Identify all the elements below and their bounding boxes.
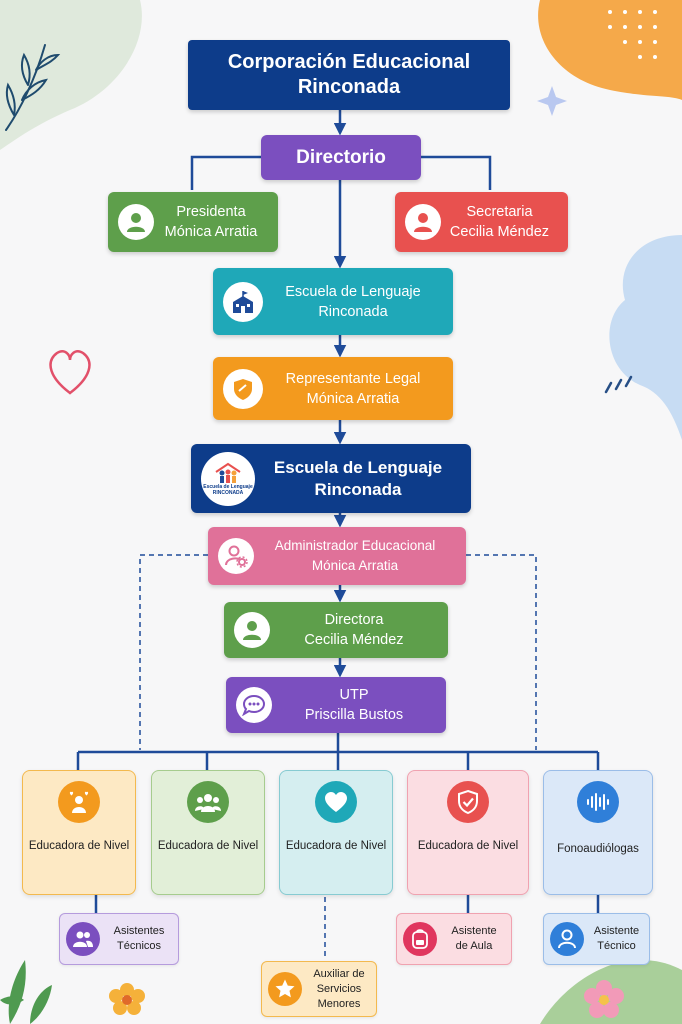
secretaria-box: Secretaria Cecilia Méndez bbox=[395, 192, 568, 252]
administrador-box: Administrador Educacional Mónica Arratia bbox=[208, 527, 466, 585]
group-icon bbox=[187, 781, 229, 823]
card-label: Educadora de Nivel bbox=[417, 840, 519, 852]
sub-line1: Asistentes bbox=[113, 925, 165, 937]
school-logo: Escuela de Lenguaje RINCONADA bbox=[201, 451, 255, 506]
sub-asistente-aula: Asistente de Aula bbox=[396, 913, 512, 965]
sub-line1: Asistente bbox=[593, 925, 640, 937]
shield-check-icon bbox=[447, 781, 489, 823]
chat-icon bbox=[236, 687, 272, 723]
presidenta-role: Presidenta bbox=[176, 204, 246, 220]
sub-line1: Asistente bbox=[451, 925, 497, 937]
escuela-logo-box: Escuela de Lenguaje RINCONADA Escuela de… bbox=[191, 444, 471, 513]
sub-asistente-tecnico: Asistente Técnico bbox=[543, 913, 650, 965]
card-educadora-4: Educadora de Nivel bbox=[407, 770, 529, 895]
card-fonoaudiologas: Fonoaudiólogas bbox=[543, 770, 653, 895]
sub-auxiliar-servicios: Auxiliar de Servicios Menores bbox=[261, 961, 377, 1017]
sub-line3: Menores bbox=[317, 997, 361, 1010]
escuela-line2: Rinconada bbox=[318, 303, 388, 320]
backpack-icon bbox=[403, 922, 437, 956]
person-icon bbox=[550, 922, 584, 956]
person-icon bbox=[118, 204, 154, 240]
representante-name: Mónica Arratia bbox=[306, 390, 400, 407]
utp-name: Priscilla Bustos bbox=[304, 707, 404, 723]
sub-line2: de Aula bbox=[455, 940, 493, 952]
card-educadora-3: Educadora de Nivel bbox=[279, 770, 393, 895]
representante-box: Representante Legal Mónica Arratia bbox=[213, 357, 453, 420]
sub-asistentes-tecnicos: Asistentes Técnicos bbox=[59, 913, 179, 965]
corporacion-line1: Corporación Educacional bbox=[227, 51, 471, 73]
escuela2-line2: Rinconada bbox=[314, 479, 402, 499]
directora-box: Directora Cecilia Méndez bbox=[224, 602, 448, 658]
star-icon bbox=[268, 972, 302, 1006]
secretaria-role: Secretaria bbox=[466, 204, 533, 220]
utp-role: UTP bbox=[339, 687, 369, 703]
sub-line2: Técnicos bbox=[116, 940, 162, 952]
escuela-line1: Escuela de Lenguaje bbox=[285, 283, 421, 300]
utp-box: UTP Priscilla Bustos bbox=[226, 677, 446, 733]
card-label: Educadora de Nivel bbox=[28, 840, 130, 852]
logo-subtext: RINCONADA bbox=[212, 489, 244, 496]
presidenta-box: Presidenta Mónica Arratia bbox=[108, 192, 278, 252]
directorio-label: Directorio bbox=[296, 146, 386, 168]
escuela-box: Escuela de Lenguaje Rinconada bbox=[213, 268, 453, 335]
sub-line2: Servicios bbox=[316, 982, 362, 995]
directora-role: Directora bbox=[324, 612, 384, 628]
presidenta-name: Mónica Arratia bbox=[164, 224, 258, 240]
school-icon bbox=[223, 281, 263, 322]
directora-name: Cecilia Méndez bbox=[304, 632, 404, 648]
sound-wave-icon bbox=[577, 781, 619, 823]
person-icon bbox=[405, 204, 441, 240]
heart-icon bbox=[315, 781, 357, 823]
secretaria-name: Cecilia Méndez bbox=[449, 224, 550, 240]
card-label: Fonoaudiólogas bbox=[557, 843, 639, 855]
card-label: Educadora de Nivel bbox=[285, 840, 387, 852]
person-icon bbox=[234, 612, 270, 648]
card-educadora-2: Educadora de Nivel bbox=[151, 770, 265, 895]
card-label: Educadora de Nivel bbox=[157, 840, 259, 852]
shield-icon bbox=[223, 368, 263, 409]
child-hearts-icon bbox=[58, 781, 100, 823]
administrador-name: Mónica Arratia bbox=[311, 558, 399, 573]
corporacion-box: Corporación Educacional Rinconada bbox=[188, 40, 510, 110]
escuela2-line1: Escuela de Lenguaje bbox=[273, 457, 443, 477]
person-gear-icon bbox=[218, 538, 254, 574]
directorio-box: Directorio bbox=[261, 135, 421, 180]
representante-role: Representante Legal bbox=[285, 370, 421, 387]
sub-line1: Auxiliar de bbox=[313, 967, 365, 980]
administrador-role: Administrador Educacional bbox=[274, 538, 436, 553]
logo-text: Escuela de Lenguaje bbox=[203, 483, 253, 490]
card-educadora-1: Educadora de Nivel bbox=[22, 770, 136, 895]
sub-line2: Técnico bbox=[597, 940, 636, 952]
corporacion-line2: Rinconada bbox=[297, 76, 401, 98]
people-icon bbox=[66, 922, 100, 956]
